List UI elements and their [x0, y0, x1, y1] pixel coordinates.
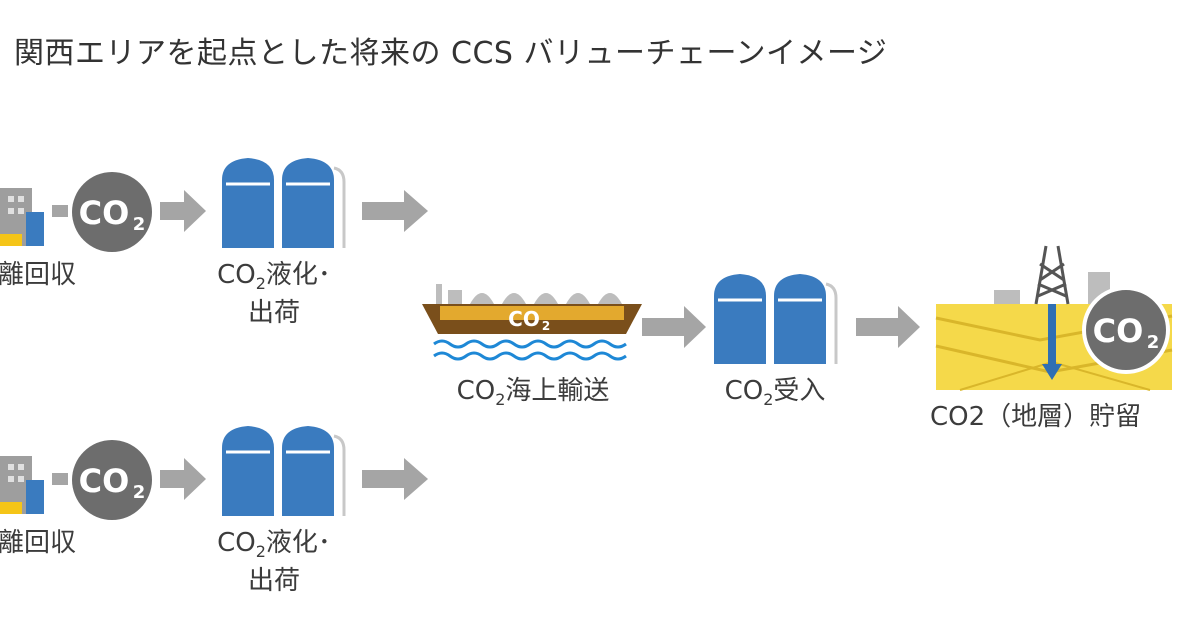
svg-text:CO: CO	[1093, 312, 1144, 350]
co2-badge-storage: CO 2	[1082, 286, 1170, 374]
svg-text:CO: CO	[79, 462, 130, 500]
svg-text:2: 2	[133, 214, 146, 235]
capture-label-row1: 離回収	[0, 260, 77, 290]
arrow-stub-row1	[52, 205, 68, 217]
ship-icon: CO 2	[422, 284, 642, 334]
liquefaction-label-row1: CO2液化･ 出荷	[217, 260, 331, 328]
shipping-label: CO2海上輸送	[456, 376, 610, 409]
svg-text:CO: CO	[508, 307, 540, 331]
storage-label: CO2（地層）貯留	[930, 402, 1142, 432]
arrow-ship-to-receiving	[642, 306, 706, 348]
arrow-row1-a	[160, 190, 206, 232]
svg-text:2: 2	[1147, 332, 1160, 353]
svg-text:2: 2	[542, 319, 550, 333]
drilling-rig-icon	[1034, 245, 1070, 305]
svg-text:CO: CO	[79, 194, 130, 232]
co2-badge-row2: CO 2	[72, 440, 152, 520]
arrow-row2-a	[160, 458, 206, 500]
arrow-row1-b	[362, 190, 428, 232]
receiving-tanks-icon	[714, 274, 838, 364]
arrow-stub-row2	[52, 473, 68, 485]
capture-label-row2: 離回収	[0, 528, 77, 558]
capture-facility-icon-row2	[0, 456, 44, 514]
arrow-row2-b	[362, 458, 428, 500]
page-title: 関西エリアを起点とした将来の CCS バリューチェーンイメージ	[14, 36, 888, 71]
storage-tanks-icon-row1	[222, 158, 346, 248]
storage-tanks-icon-row2	[222, 426, 346, 516]
arrow-receiving-to-storage	[856, 306, 920, 348]
liquefaction-label-row2: CO2液化･ 出荷	[217, 528, 331, 596]
co2-badge-row1: CO 2	[72, 172, 152, 252]
receiving-label: CO2受入	[724, 376, 826, 409]
svg-text:2: 2	[133, 482, 146, 503]
capture-facility-icon-row1	[0, 188, 44, 246]
water-waves	[433, 339, 627, 361]
